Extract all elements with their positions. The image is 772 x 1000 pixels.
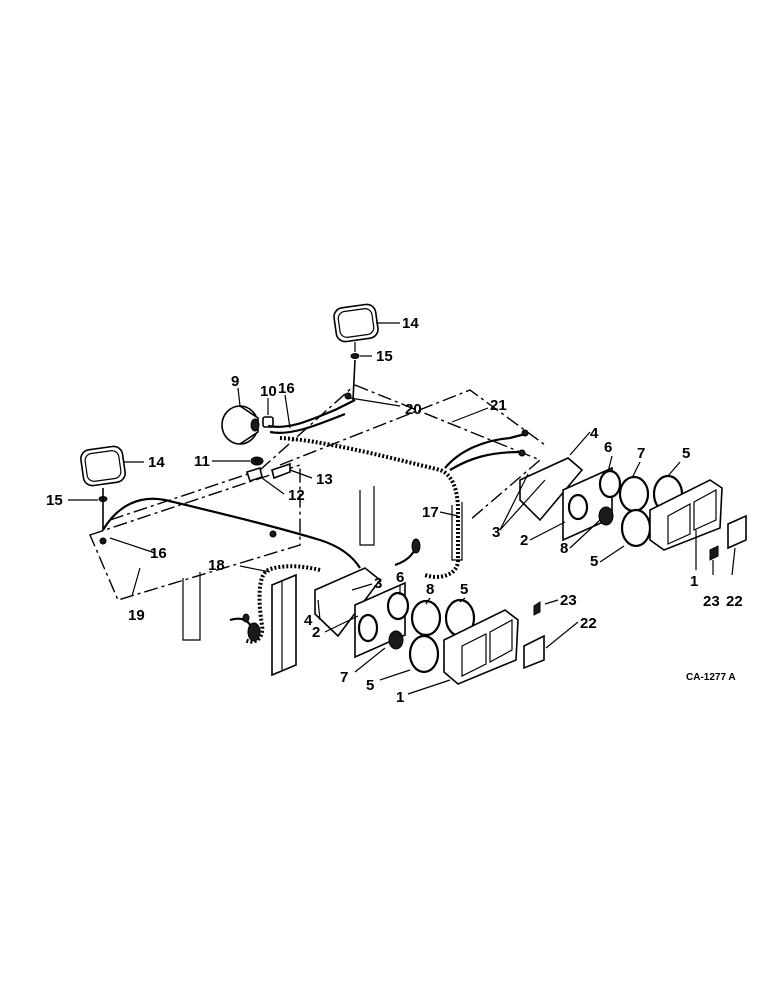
callout-12: 12 xyxy=(288,487,305,504)
callout-labels: 14 15 9 10 16 20 21 14 11 13 12 15 16 19… xyxy=(46,315,743,706)
callout-7: 7 xyxy=(637,445,645,462)
callout-14: 14 xyxy=(402,315,419,332)
left-headlamp-assembly xyxy=(314,567,545,685)
callout-16: 16 xyxy=(278,380,295,397)
callout-8: 8 xyxy=(426,581,434,598)
callout-19: 19 xyxy=(128,607,145,624)
callout-21: 21 xyxy=(490,397,507,414)
work-light-left xyxy=(80,445,126,530)
callout-2: 2 xyxy=(520,532,528,549)
callout-1: 1 xyxy=(396,689,404,706)
reference-code: CA-1277 A xyxy=(686,672,736,683)
cab-posts xyxy=(182,486,463,677)
callout-15: 15 xyxy=(46,492,63,509)
callout-6: 6 xyxy=(604,439,612,456)
callout-1: 1 xyxy=(690,573,698,590)
callout-20: 20 xyxy=(405,401,422,418)
callout-14: 14 xyxy=(148,454,165,471)
callout-7: 7 xyxy=(340,669,348,686)
callout-6: 6 xyxy=(396,569,404,586)
callout-18: 18 xyxy=(208,557,225,574)
callout-9: 9 xyxy=(231,373,239,390)
callout-5: 5 xyxy=(590,553,598,570)
callout-4: 4 xyxy=(590,425,599,442)
callout-22: 22 xyxy=(580,615,597,632)
callout-11: 11 xyxy=(194,453,210,470)
right-headlamp-assembly xyxy=(519,457,747,561)
rear-flood-lamp xyxy=(221,405,260,445)
lamp-hardware xyxy=(245,416,291,483)
callout-3: 3 xyxy=(492,524,500,541)
callout-17: 17 xyxy=(422,504,439,521)
callout-5: 5 xyxy=(682,445,690,462)
callout-4: 4 xyxy=(304,612,313,629)
callout-23: 23 xyxy=(560,592,577,609)
leader-lines xyxy=(68,322,736,695)
callout-5: 5 xyxy=(366,677,374,694)
callout-13: 13 xyxy=(316,471,333,488)
callout-2: 2 xyxy=(312,624,320,641)
callout-10: 10 xyxy=(260,383,277,400)
callout-23: 23 xyxy=(703,593,720,610)
callout-15: 15 xyxy=(376,348,393,365)
callout-8: 8 xyxy=(560,540,568,557)
callout-5: 5 xyxy=(460,581,468,598)
callout-16: 16 xyxy=(150,545,167,562)
work-light-upper xyxy=(333,303,379,401)
wiring-harness xyxy=(99,392,529,644)
callout-22: 22 xyxy=(726,593,743,610)
callout-3: 3 xyxy=(374,575,382,592)
